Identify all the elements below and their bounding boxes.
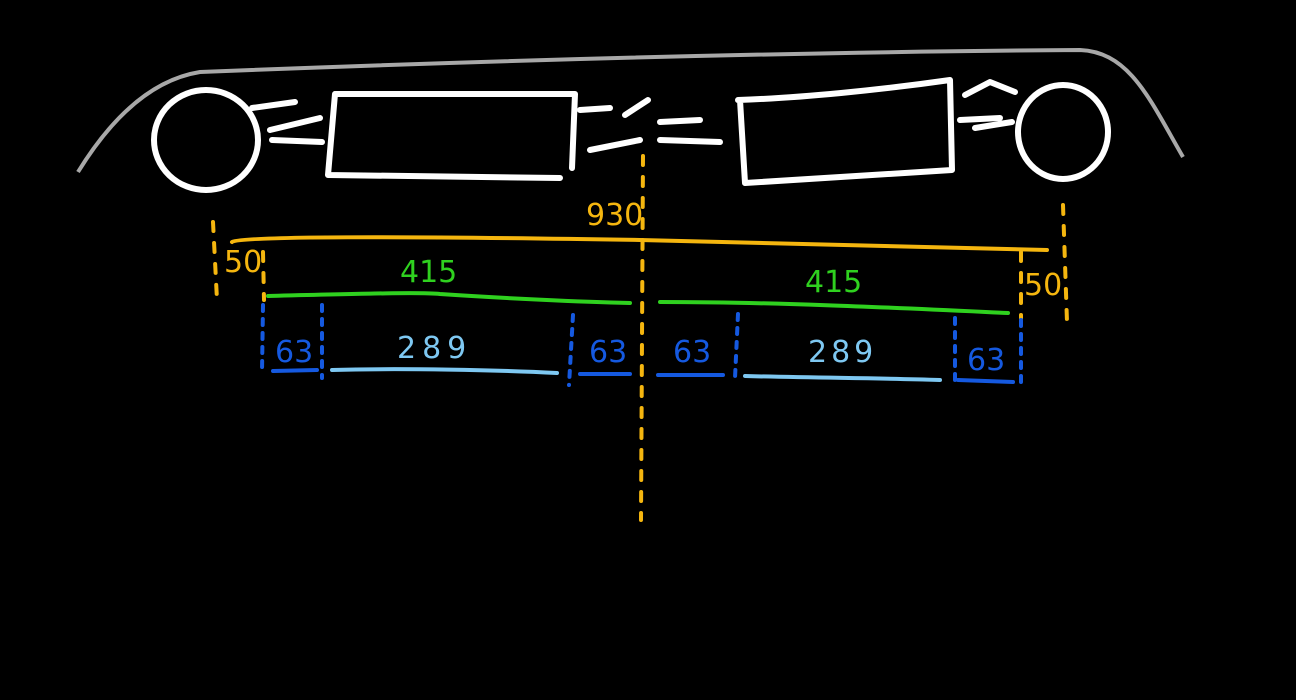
segment-label-1: 63 [275,335,313,370]
left-inner-tick [261,250,266,302]
segment-lines [271,368,1015,384]
half-right-label: 415 [805,265,862,300]
left-outer-tick [211,220,219,302]
center-line [639,154,645,522]
roof-outline [76,47,1185,174]
margin-left-label: 50 [224,245,262,280]
connectors [249,79,1018,153]
segment-label-6: 63 [967,343,1005,378]
segment-label-4: 63 [673,335,711,370]
half-left-label: 415 [400,255,457,290]
half-left-line [266,291,632,305]
segment-ticks [260,303,1023,392]
segment-label-5: 289 [808,335,877,370]
margin-right-label: 50 [1024,268,1062,303]
right-box [735,77,955,186]
left-wheel [151,87,261,193]
half-right-line [658,300,1010,315]
segment-label-2: 289 [397,331,472,366]
right-outer-tick [1061,203,1069,324]
total-label: 930 [586,198,643,233]
middle-lines [330,367,942,382]
total-line [230,235,1049,252]
right-wheel [1015,82,1111,182]
left-box [325,91,578,181]
segment-label-3: 63 [589,335,627,370]
